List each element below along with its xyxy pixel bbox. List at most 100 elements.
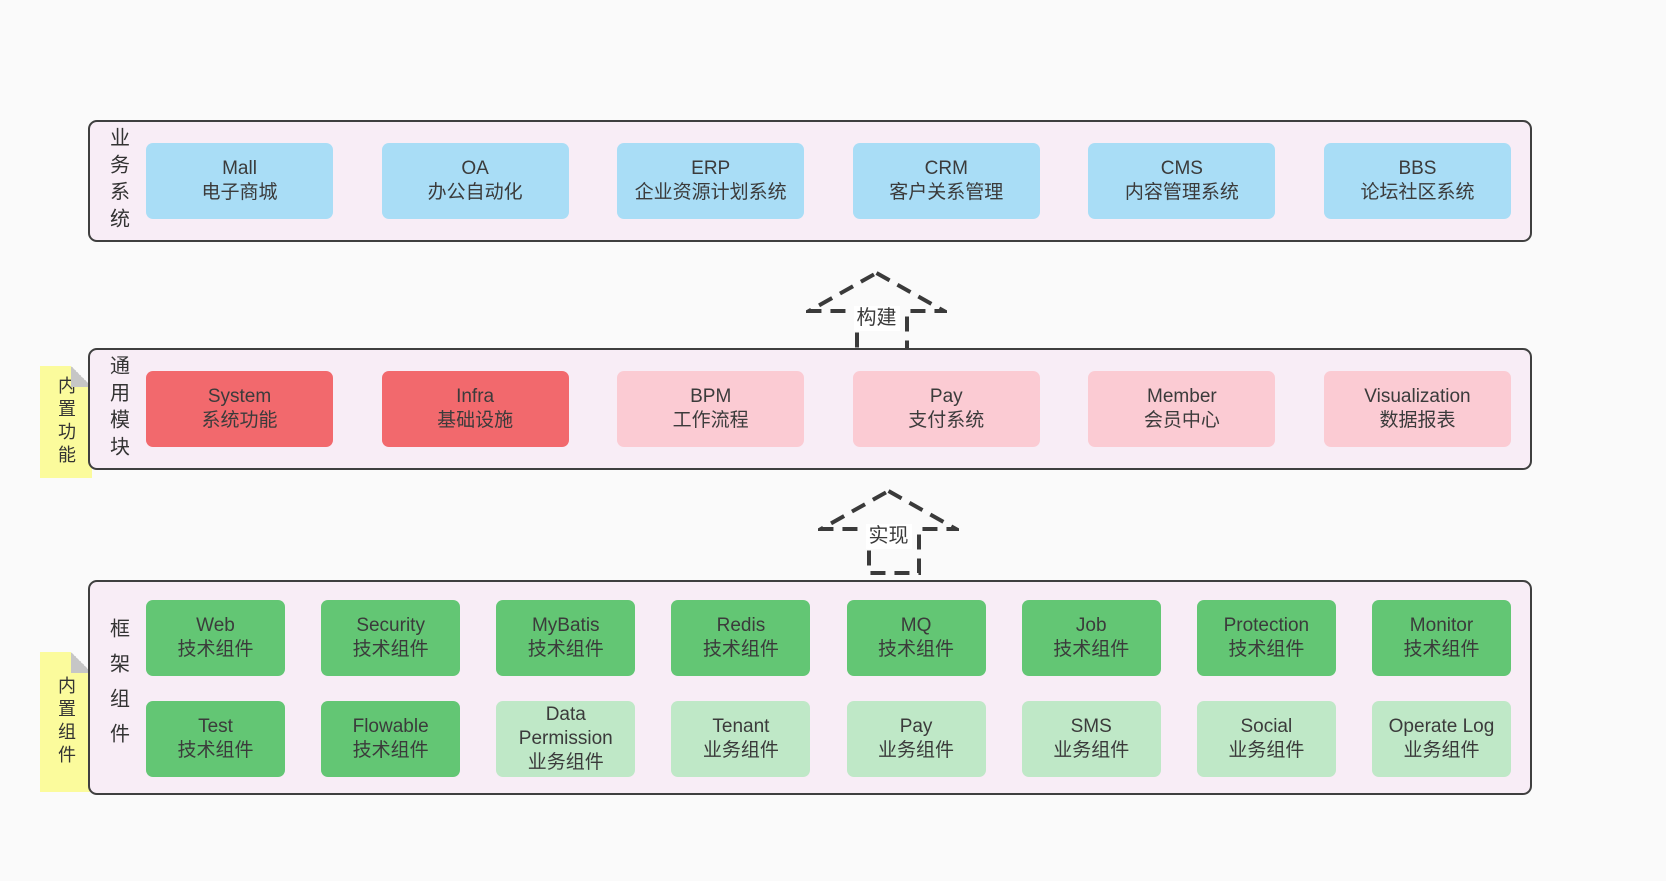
component-box-flowable: Flowable 技术组件 bbox=[321, 701, 461, 777]
component-box-redis: Redis 技术组件 bbox=[671, 600, 811, 676]
layer-business-systems: 业务系统 Mall 电子商城 OA 办公自动化 ERP 企业资源计划系统 CRM… bbox=[88, 120, 1532, 242]
component-title: SMS bbox=[1070, 715, 1112, 737]
module-subtitle: 内容管理系统 bbox=[1124, 182, 1239, 203]
arrow-implement-label: 实现 bbox=[865, 524, 912, 549]
component-subtitle: 技术组件 bbox=[177, 740, 254, 761]
module-box-mall: Mall 电子商城 bbox=[146, 143, 333, 219]
component-title: Data Permission bbox=[518, 703, 613, 749]
up-arrow-icon bbox=[818, 488, 959, 575]
component-subtitle: 业务组件 bbox=[527, 752, 604, 774]
component-title: Monitor bbox=[1409, 614, 1474, 636]
component-subtitle: 业务组件 bbox=[1053, 740, 1130, 761]
component-box-test: Test 技术组件 bbox=[146, 701, 285, 777]
arrow-build-label: 构建 bbox=[853, 306, 900, 331]
module-title: ERP bbox=[691, 157, 731, 179]
component-title: Protection bbox=[1223, 614, 1310, 636]
component-box-tenant: Tenant 业务组件 bbox=[671, 701, 811, 777]
framework-row-1: Web 技术组件 Security 技术组件 MyBatis 技术组件 Redi… bbox=[146, 600, 1511, 676]
module-title: Member bbox=[1147, 385, 1217, 407]
sticky-text: 内置组件 bbox=[56, 676, 76, 768]
layer-common-modules: 通用模块 System 系统功能 Infra 基础设施 BPM 工作流程 Pay… bbox=[88, 348, 1532, 470]
module-title: OA bbox=[461, 157, 489, 179]
component-title: Security bbox=[356, 614, 425, 636]
module-subtitle: 基础设施 bbox=[437, 410, 514, 431]
layer-label-framework: 框架组件 bbox=[106, 617, 129, 758]
component-title: Web bbox=[196, 614, 235, 636]
module-box-visualization: Visualization 数据报表 bbox=[1323, 371, 1511, 447]
module-title: BBS bbox=[1398, 157, 1437, 179]
component-subtitle: 技术组件 bbox=[1228, 639, 1305, 660]
module-subtitle: 企业资源计划系统 bbox=[634, 182, 787, 203]
component-box-pay: Pay 业务组件 bbox=[846, 701, 986, 777]
arrow-build: 构建 bbox=[806, 270, 947, 358]
module-title: BPM bbox=[690, 385, 732, 407]
component-box-operate-log: Operate Log 业务组件 bbox=[1371, 701, 1511, 777]
component-box-data-permission: Data Permission 业务组件 bbox=[496, 701, 636, 777]
module-subtitle: 系统功能 bbox=[201, 410, 278, 431]
module-subtitle: 数据报表 bbox=[1379, 410, 1456, 431]
component-title: MQ bbox=[900, 614, 932, 636]
module-box-oa: OA 办公自动化 bbox=[381, 143, 569, 219]
module-subtitle: 电子商城 bbox=[201, 182, 278, 203]
component-subtitle: 业务组件 bbox=[1403, 740, 1480, 761]
module-title: CRM bbox=[924, 157, 968, 179]
component-title: Pay bbox=[899, 715, 933, 737]
component-box-web: Web 技术组件 bbox=[146, 600, 285, 676]
module-title: Mall bbox=[222, 157, 257, 179]
sticky-note-builtin-features: 内置功能 bbox=[40, 366, 92, 478]
module-subtitle: 论坛社区系统 bbox=[1360, 182, 1475, 203]
module-box-bpm: BPM 工作流程 bbox=[617, 371, 805, 447]
module-subtitle: 客户关系管理 bbox=[889, 182, 1004, 203]
component-title: Redis bbox=[716, 614, 766, 636]
component-subtitle: 技术组件 bbox=[177, 639, 254, 660]
component-box-mq: MQ 技术组件 bbox=[846, 600, 986, 676]
module-box-pay: Pay 支付系统 bbox=[852, 371, 1040, 447]
module-box-crm: CRM 客户关系管理 bbox=[852, 143, 1040, 219]
component-title: Test bbox=[198, 715, 233, 737]
component-box-sms: SMS 业务组件 bbox=[1021, 701, 1161, 777]
framework-rows: Web 技术组件 Security 技术组件 MyBatis 技术组件 Redi… bbox=[146, 582, 1530, 793]
component-box-mybatis: MyBatis 技术组件 bbox=[496, 600, 636, 676]
component-title: MyBatis bbox=[531, 614, 600, 636]
component-box-monitor: Monitor 技术组件 bbox=[1371, 600, 1511, 676]
framework-row-2: Test 技术组件 Flowable 技术组件 Data Permission … bbox=[146, 701, 1511, 777]
sticky-note-builtin-components: 内置组件 bbox=[40, 652, 92, 792]
component-box-security: Security 技术组件 bbox=[321, 600, 461, 676]
folded-corner-icon bbox=[71, 366, 92, 387]
component-subtitle: 业务组件 bbox=[878, 740, 955, 761]
module-subtitle: 办公自动化 bbox=[427, 182, 523, 203]
component-subtitle: 技术组件 bbox=[1403, 639, 1480, 660]
component-box-job: Job 技术组件 bbox=[1021, 600, 1161, 676]
layer-label-common: 通用模块 bbox=[106, 355, 129, 463]
component-subtitle: 技术组件 bbox=[352, 639, 429, 660]
component-title: Operate Log bbox=[1388, 715, 1495, 737]
business-boxes-row: Mall 电子商城 OA 办公自动化 ERP 企业资源计划系统 CRM 客户关系… bbox=[146, 122, 1530, 240]
component-title: Job bbox=[1075, 614, 1107, 636]
module-box-cms: CMS 内容管理系统 bbox=[1088, 143, 1276, 219]
module-subtitle: 会员中心 bbox=[1143, 410, 1220, 431]
module-box-system: System 系统功能 bbox=[146, 371, 333, 447]
module-box-infra: Infra 基础设施 bbox=[381, 371, 569, 447]
folded-corner-icon bbox=[71, 652, 92, 673]
arrow-implement: 实现 bbox=[818, 488, 959, 576]
module-subtitle: 支付系统 bbox=[908, 410, 985, 431]
layer-label-business: 业务系统 bbox=[106, 127, 129, 235]
module-title: Pay bbox=[929, 385, 963, 407]
component-title: Social bbox=[1240, 715, 1293, 737]
sticky-text: 内置功能 bbox=[56, 376, 76, 468]
layer-framework-components: 框架组件 Web 技术组件 Security 技术组件 MyBatis 技术组件… bbox=[88, 580, 1532, 795]
component-subtitle: 技术组件 bbox=[352, 740, 429, 761]
component-subtitle: 技术组件 bbox=[702, 639, 779, 660]
module-box-member: Member 会员中心 bbox=[1088, 371, 1276, 447]
component-box-protection: Protection 技术组件 bbox=[1196, 600, 1336, 676]
component-subtitle: 技术组件 bbox=[1053, 639, 1130, 660]
module-title: Infra bbox=[456, 385, 495, 407]
component-title: Flowable bbox=[352, 715, 429, 737]
module-subtitle: 工作流程 bbox=[672, 410, 749, 431]
component-subtitle: 技术组件 bbox=[878, 639, 955, 660]
module-title: System bbox=[207, 385, 272, 407]
common-boxes-row: System 系统功能 Infra 基础设施 BPM 工作流程 Pay 支付系统… bbox=[146, 350, 1530, 468]
component-subtitle: 技术组件 bbox=[527, 639, 604, 660]
module-box-bbs: BBS 论坛社区系统 bbox=[1323, 143, 1511, 219]
